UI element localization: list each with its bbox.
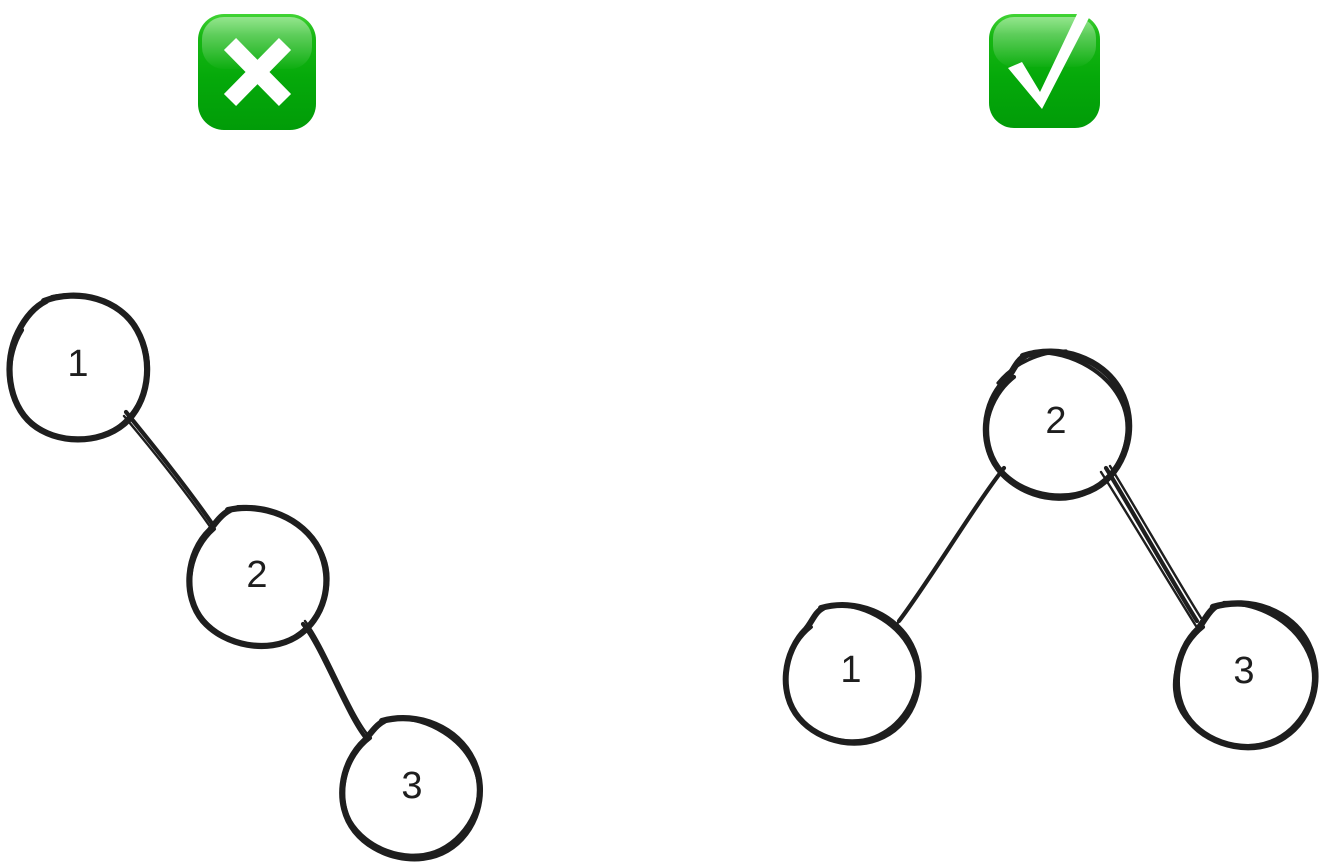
tree-node-right-3[interactable]: 3 [1172, 600, 1319, 751]
tree-node-right-1[interactable]: 1 [782, 602, 922, 746]
check-glyph [1008, 12, 1090, 109]
tree-node-left-2-label: 2 [246, 554, 267, 596]
tree-node-left-3[interactable]: 3 [339, 715, 483, 862]
tree-node-left-1-label: 1 [67, 343, 88, 385]
edge-l1-l2 [122, 409, 216, 530]
cross-badge-svg [198, 14, 316, 130]
left-tree-group: 1 2 3 [6, 292, 483, 862]
tree-node-right-2[interactable]: 2 [982, 348, 1133, 501]
tree-node-left-3-label: 3 [401, 765, 422, 807]
right-tree-group: 2 1 3 [782, 348, 1319, 751]
edge-l2-l3 [300, 619, 370, 741]
check-badge-svg [989, 12, 1100, 128]
edge-r2-r1 [895, 465, 1007, 626]
tree-node-left-1[interactable]: 1 [6, 292, 151, 443]
cross-glyph [223, 38, 292, 106]
tree-node-right-2-label: 2 [1045, 400, 1066, 442]
check-mark-button-icon [986, 10, 1104, 131]
tree-node-right-3-label: 3 [1233, 650, 1254, 692]
tree-node-left-2[interactable]: 2 [186, 504, 330, 650]
cross-mark-button-icon [197, 13, 317, 131]
tree-node-right-1-label: 1 [840, 649, 861, 691]
edge-r2-r3 [1099, 464, 1203, 628]
